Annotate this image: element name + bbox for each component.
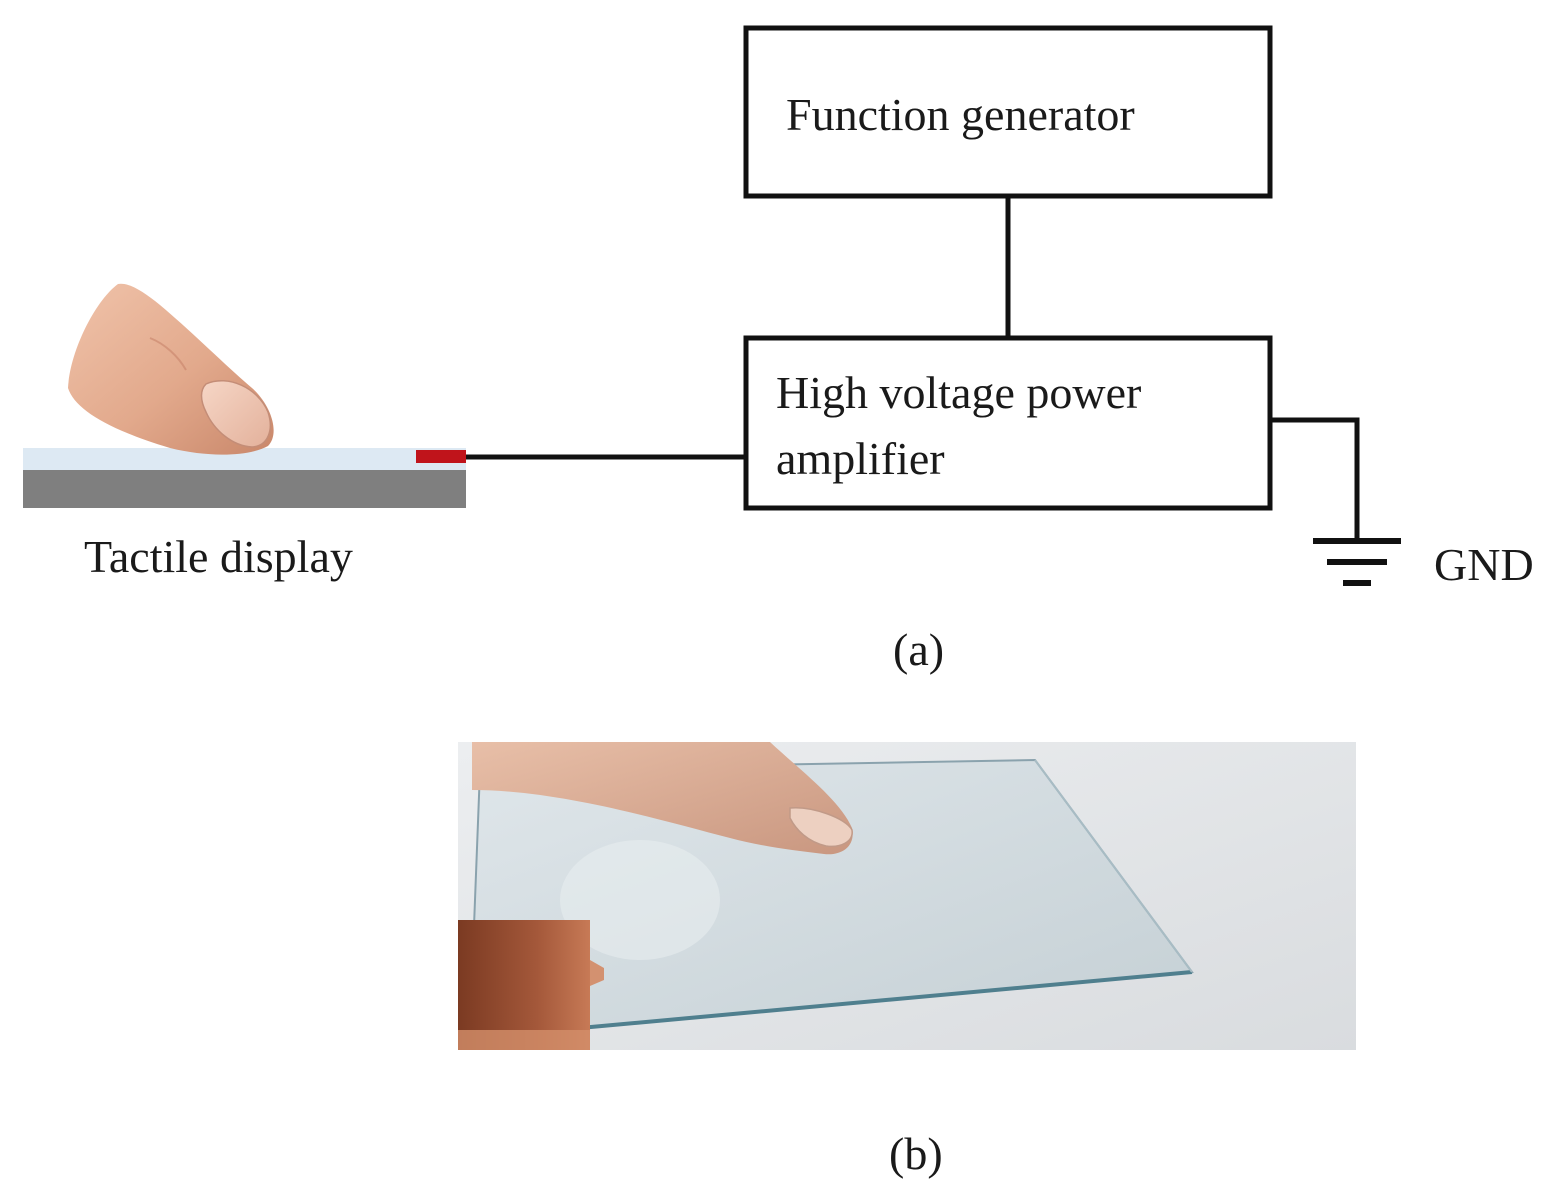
ground-symbol-icon bbox=[1313, 538, 1401, 586]
ground-wire bbox=[1270, 417, 1360, 540]
finger-illustration bbox=[68, 283, 274, 455]
prototype-photo bbox=[458, 742, 1356, 1050]
display-glass-layer bbox=[23, 448, 466, 470]
amplifier-box bbox=[743, 335, 1273, 511]
function-generator-box bbox=[743, 25, 1273, 199]
amplifier-label-line1: High voltage power bbox=[776, 367, 1142, 418]
function-generator-label: Function generator bbox=[786, 89, 1135, 140]
caption-a: (a) bbox=[893, 624, 945, 675]
ground-label: GND bbox=[1434, 539, 1534, 590]
tactile-display-label: Tactile display bbox=[84, 531, 353, 582]
display-base-layer bbox=[23, 470, 466, 508]
display-electrode bbox=[416, 450, 466, 463]
caption-b: (b) bbox=[889, 1128, 943, 1179]
amplifier-label-line2: amplifier bbox=[776, 433, 945, 484]
